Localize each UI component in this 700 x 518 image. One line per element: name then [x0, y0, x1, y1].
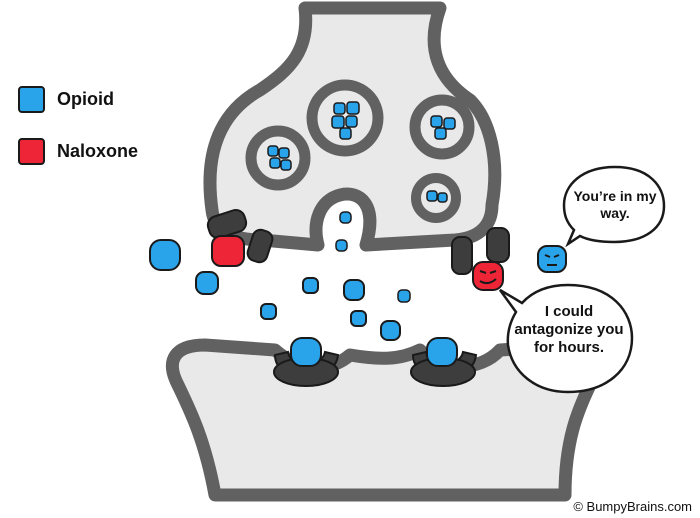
legend-opioid-label: Opioid	[57, 89, 114, 109]
naloxone-molecule	[211, 235, 245, 267]
legend-naloxone-label: Naloxone	[57, 141, 139, 161]
naloxone-character	[472, 261, 504, 291]
presynaptic-receptor	[246, 228, 274, 264]
vesicle	[245, 125, 311, 191]
postsynaptic-receptor	[410, 337, 478, 387]
opioid-molecule	[397, 289, 411, 303]
postsynaptic-receptor	[273, 337, 340, 387]
opioid-molecule	[149, 239, 181, 271]
opioid-molecule	[343, 279, 365, 301]
opioid-molecule	[195, 271, 219, 295]
opioid-molecule	[335, 239, 348, 252]
presynaptic-receptor	[486, 227, 510, 263]
vesicle	[411, 173, 461, 223]
presynaptic-receptor	[206, 209, 248, 239]
vesicle	[409, 94, 475, 160]
opioid-molecule	[260, 303, 277, 320]
speech-bubble-naloxone	[498, 283, 634, 394]
vesicle	[306, 79, 384, 157]
opioid-molecule	[290, 337, 322, 367]
copyright-credit: © BumpyBrains.com	[573, 499, 692, 514]
opioid-molecule	[302, 277, 319, 294]
opioid-molecule	[350, 310, 367, 327]
opioid-molecule	[380, 320, 401, 341]
naloxone-speech-text: I could antagonize you for hours.	[514, 303, 624, 356]
naloxone-swatch	[18, 138, 45, 165]
opioid-speech-text: You’re in my way.	[573, 188, 657, 221]
opioid-swatch	[18, 86, 45, 113]
opioid-character	[537, 245, 567, 273]
legend-naloxone: Naloxone	[18, 138, 138, 165]
opioid-molecule	[339, 211, 352, 224]
opioid-molecule	[426, 337, 458, 367]
legend-opioid: Opioid	[18, 86, 114, 113]
speech-bubble-opioid	[562, 165, 666, 248]
presynaptic-receptor	[451, 236, 473, 275]
